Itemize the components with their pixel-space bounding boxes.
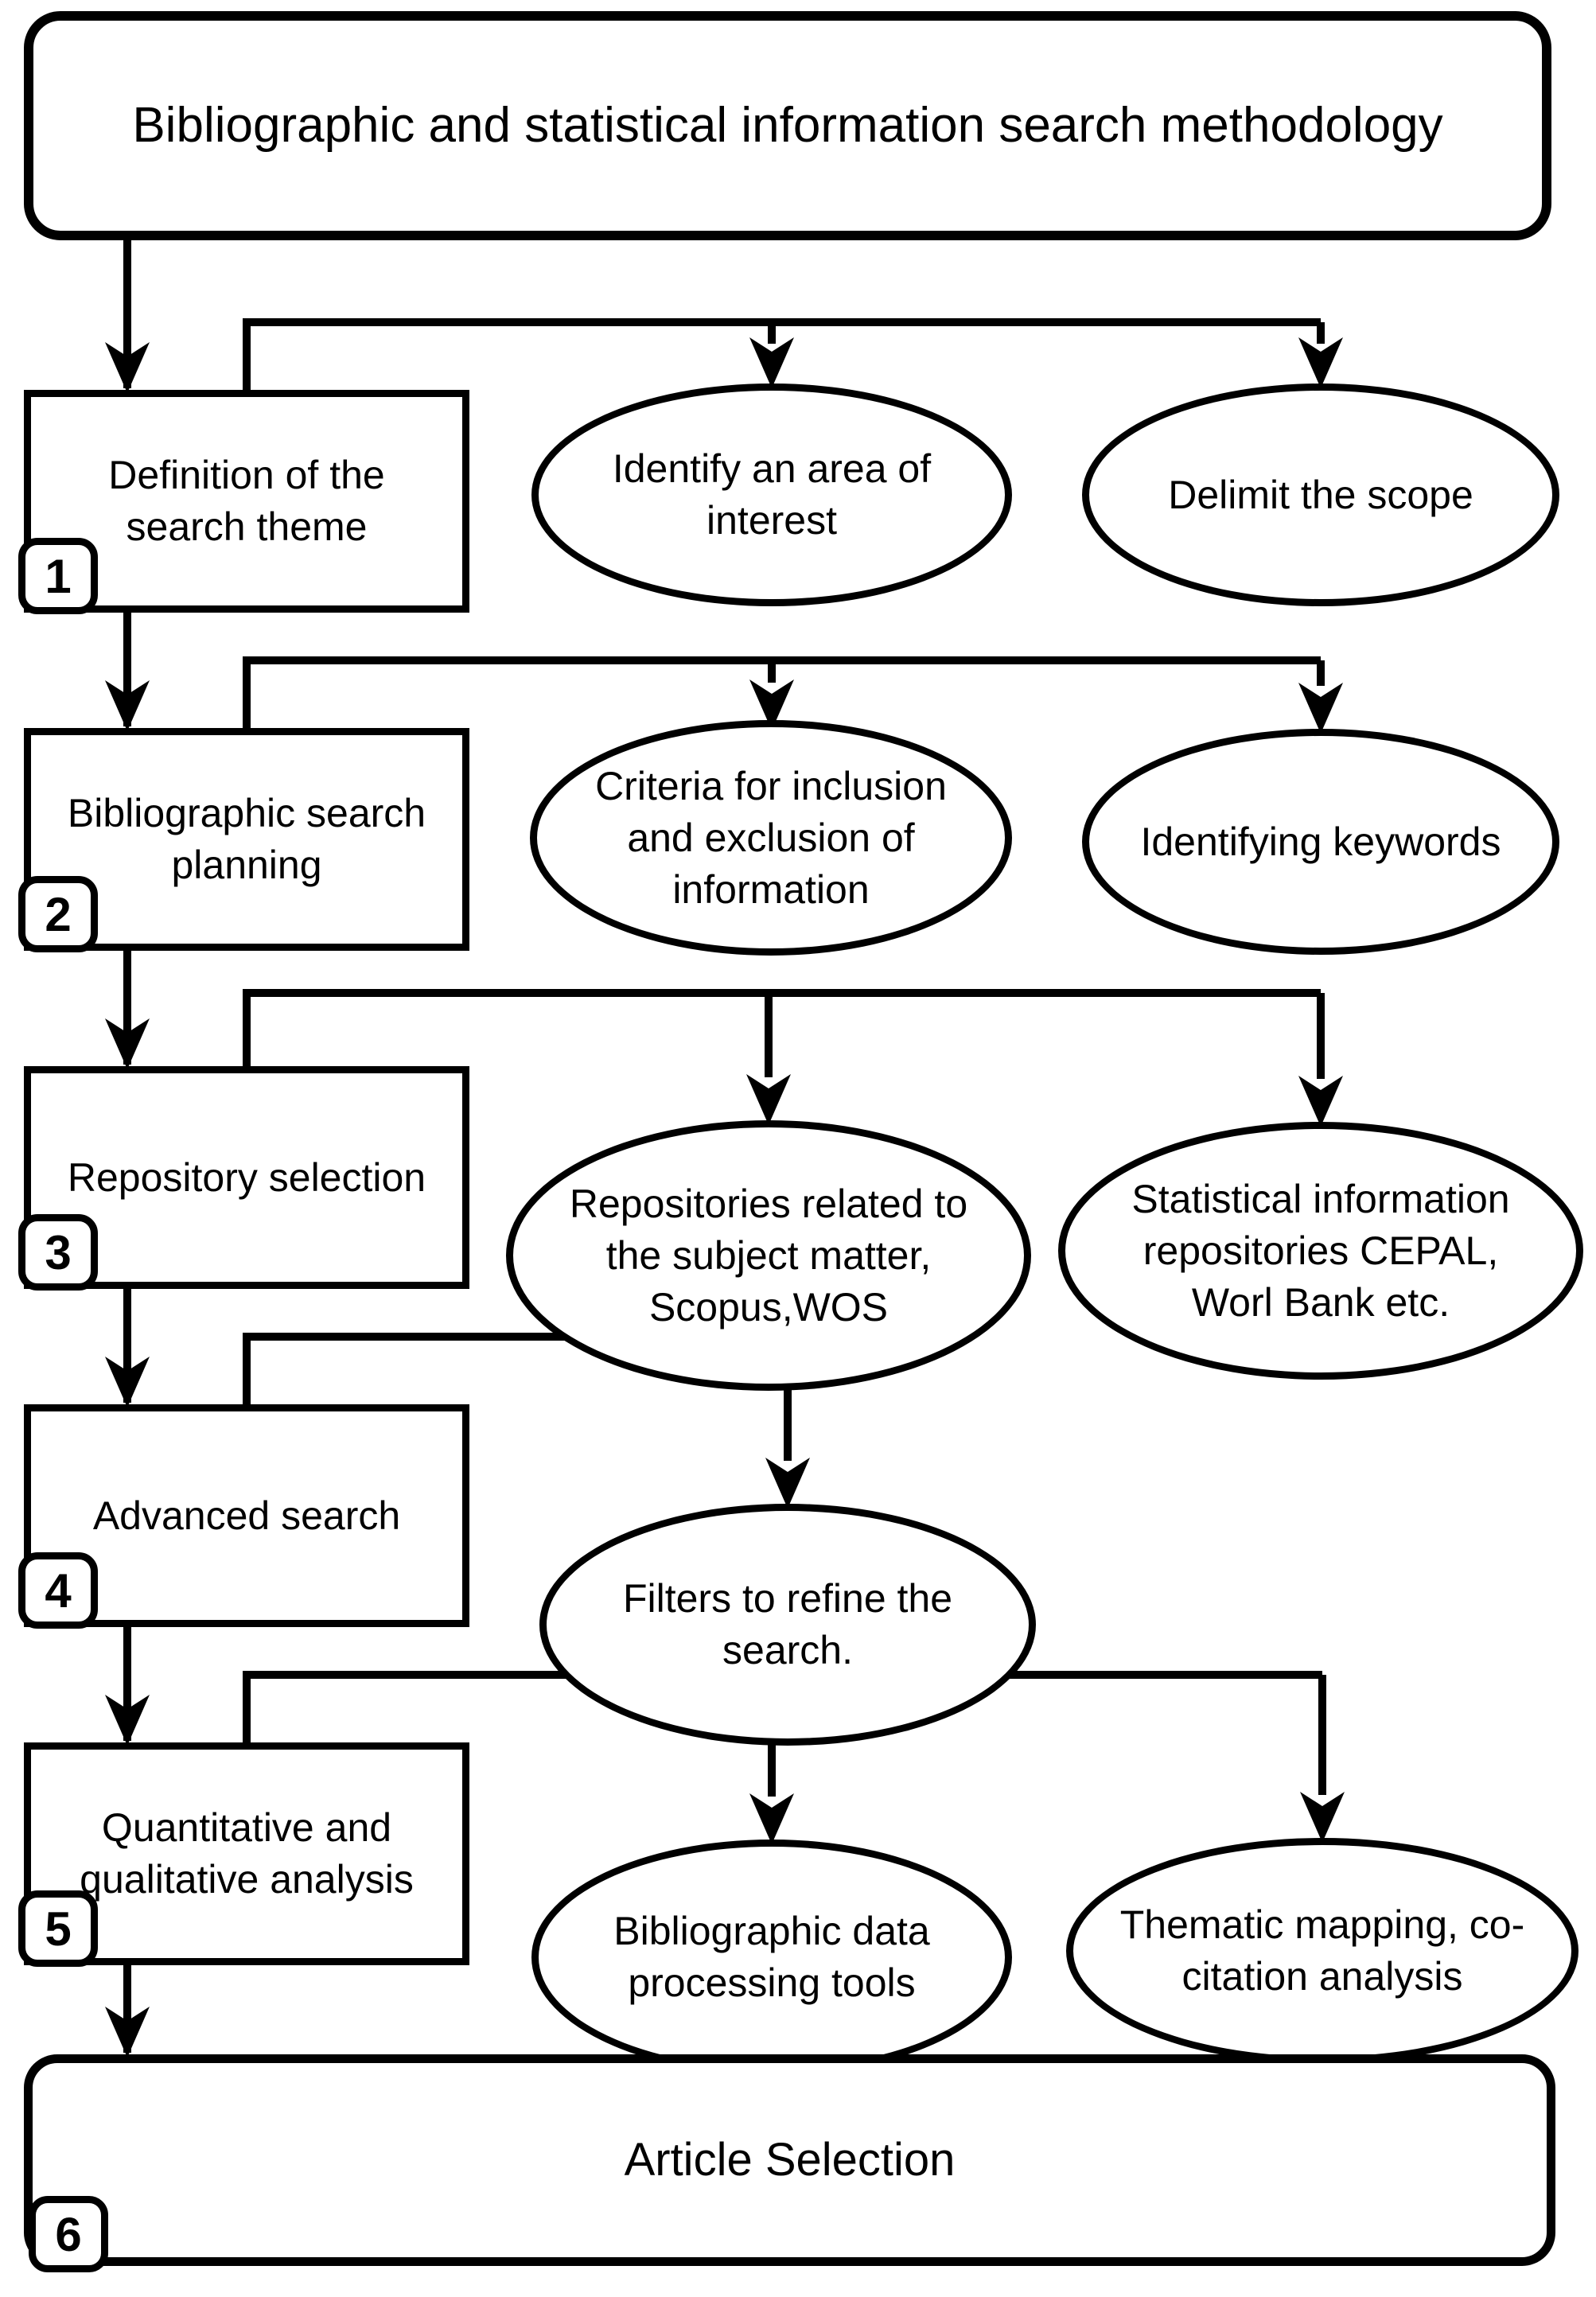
page-title: Bibliographic and statistical informatio… (132, 97, 1443, 153)
step-label-3: Repository selection (67, 1154, 426, 1200)
step-label-6: Article Selection (624, 2134, 956, 2186)
step-number-5: 5 (45, 1902, 72, 1956)
bullet-label-2-1: Criteria for inclusion and exclusion of … (595, 763, 947, 912)
bullet-label-4-1: Filters to refine the search. (622, 1576, 953, 1672)
step-label-2: Bibliographic search planning (67, 791, 426, 887)
bullet-ellipse-5-1: Bibliographic data processing tools (531, 1840, 1012, 2075)
bullet-ellipse-4-1: Filters to refine the search. (539, 1504, 1036, 1746)
bullet-label-3-1: Repositories related to the subject matt… (569, 1181, 968, 1330)
bullet-ellipse-3-1: Repositories related to the subject matt… (506, 1120, 1031, 1391)
bullet-ellipse-3-2: Statistical information repositories CEP… (1058, 1122, 1583, 1380)
step-box-3: Repository selection (24, 1066, 469, 1289)
branch-row-2 (243, 656, 1325, 730)
step-box-5: Quantitative and qualitative analysis (24, 1742, 469, 1965)
bullet-label-1-2: Delimit the scope (1168, 472, 1473, 517)
step-label-1: Definition of the search theme (108, 453, 385, 549)
bullet-ellipse-2-2: Identifying keywords (1082, 729, 1559, 955)
bullet-label-5-2: Thematic mapping, co-citation analysis (1119, 1902, 1525, 1999)
bullet-label-2-2: Identifying keywords (1140, 819, 1501, 864)
bullet-label-1-1: Identify an area of interest (612, 446, 932, 543)
step-box-1: Definition of the search theme (24, 390, 469, 613)
step-label-4: Advanced search (92, 1493, 401, 1538)
branch-row-1 (243, 318, 1325, 391)
step-number-4: 4 (45, 1563, 72, 1618)
step-number-badge-4: 4 (18, 1552, 98, 1629)
step-box-6: Article Selection (24, 2054, 1555, 2266)
step-label-5: Quantitative and qualitative analysis (80, 1805, 414, 1902)
bullet-ellipse-1-2: Delimit the scope (1082, 383, 1559, 606)
step-number-badge-1: 1 (18, 538, 98, 614)
step-box-2: Bibliographic search planning (24, 728, 469, 951)
arrow-down-icons (105, 337, 1345, 2058)
step-number-2: 2 (45, 887, 72, 941)
step-number-3: 3 (45, 1225, 72, 1279)
step-number-badge-3: 3 (18, 1214, 98, 1291)
bullet-ellipse-1-1: Identify an area of interest (531, 383, 1012, 606)
branch-row-3 (243, 989, 1325, 1079)
bullet-ellipse-5-2: Thematic mapping, co-citation analysis (1066, 1838, 1578, 2064)
bullet-label-3-2: Statistical information repositories CEP… (1131, 1176, 1510, 1325)
step-number-badge-2: 2 (18, 876, 98, 952)
step-number-badge-5: 5 (18, 1890, 98, 1967)
step-number-6: 6 (55, 2207, 82, 2261)
step-number-1: 1 (45, 549, 72, 603)
bullet-ellipse-2-1: Criteria for inclusion and exclusion of … (530, 720, 1012, 956)
step-box-4: Advanced search (24, 1404, 469, 1627)
title-box: Bibliographic and statistical informatio… (24, 11, 1551, 240)
bullet-label-5-1: Bibliographic data processing tools (613, 1909, 930, 2005)
step-number-badge-6: 6 (29, 2196, 108, 2272)
